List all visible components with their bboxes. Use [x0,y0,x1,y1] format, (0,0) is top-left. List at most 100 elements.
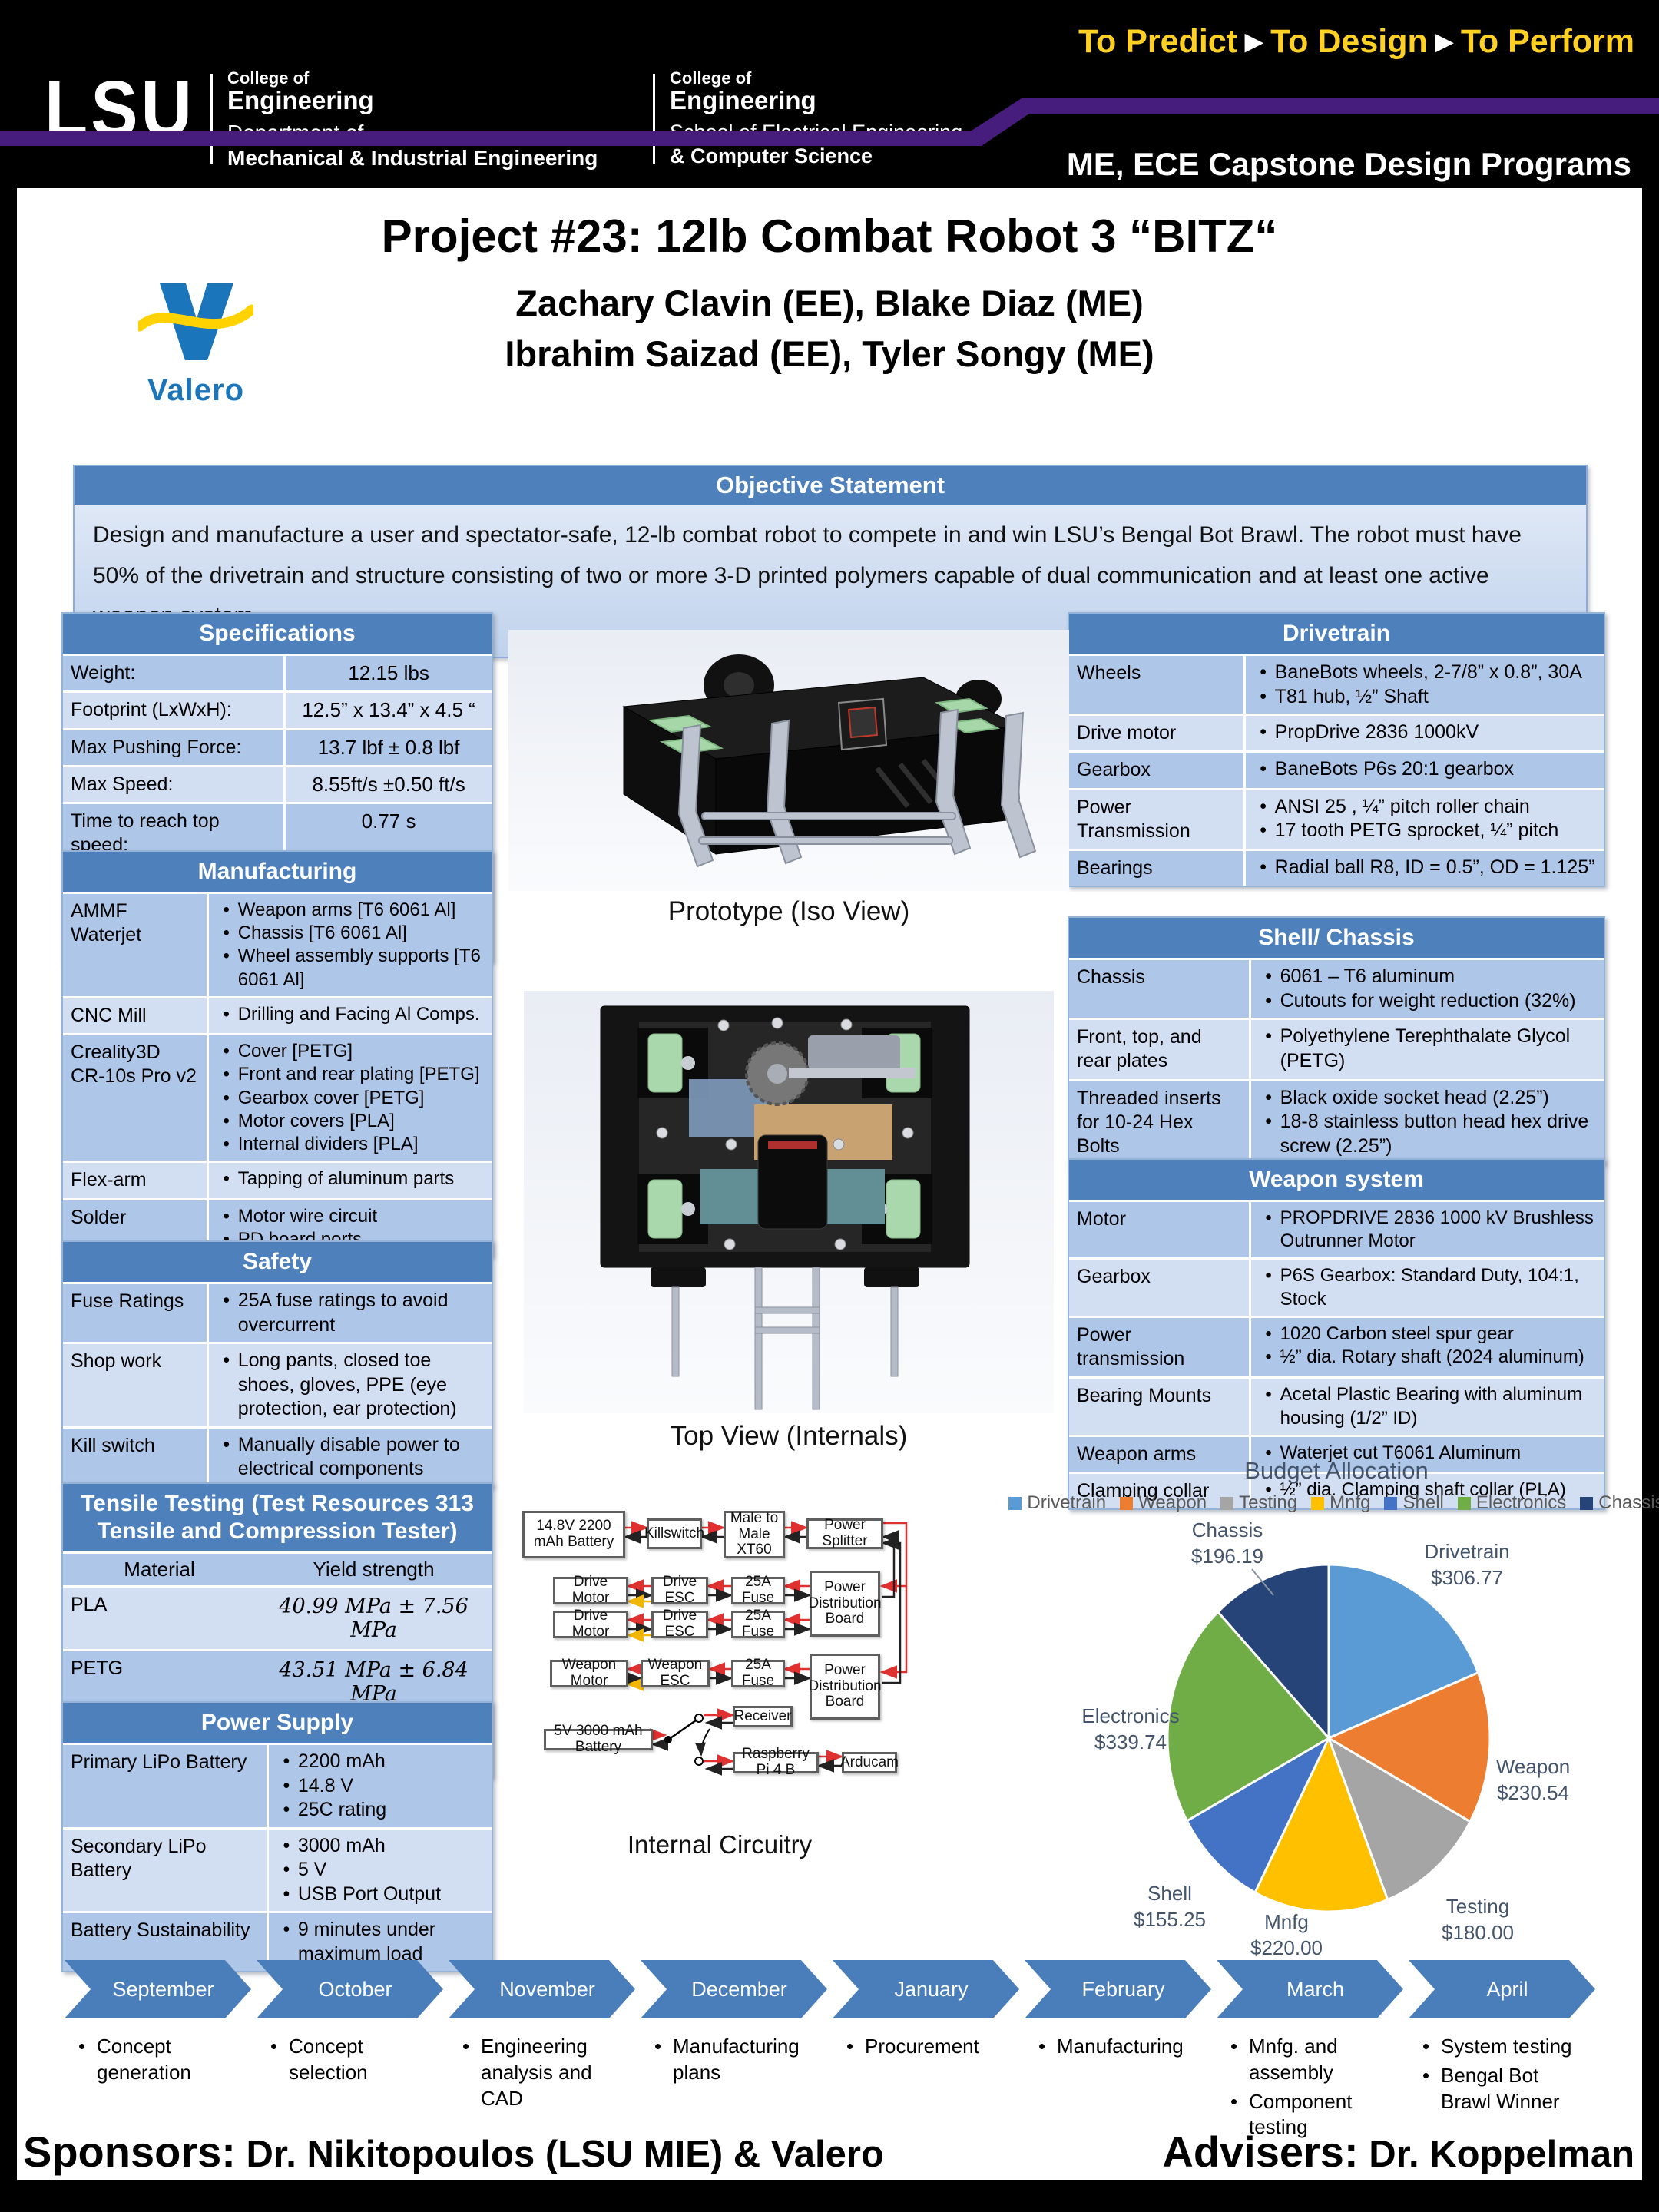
pie-label-electronics: Electronics$339.74 [1081,1704,1179,1753]
row-bullets: •ANSI 25 , ¼” pitch roller chain•17 toot… [1246,790,1604,849]
bullet-icon: • [223,1003,230,1025]
bullet-item: •½” dia. Clamping shaft collar (PLA) [1257,1479,1598,1502]
legend-item: Drivetrain [1008,1492,1106,1514]
legend-swatch [1457,1496,1471,1510]
timeline-bullets: •System testing•Bengal Bot Brawl Winner [1421,2034,1594,2118]
bullet-icon: • [1260,758,1267,780]
top-view-image [524,991,1054,1417]
circuit-wires [623,1521,908,1776]
row-label: Bearing Mounts [1069,1379,1251,1435]
circuit-box: Drive Motor [553,1574,628,1606]
row-label: Flex-arm [63,1163,209,1198]
row-label: PLA [71,1594,108,1615]
bullet-icon: • [846,2035,854,2058]
row-label: Gearbox [1069,1260,1251,1316]
triangle-icon: ▶ [1435,29,1453,55]
timeline-bullet: •Manufacturing [1037,2034,1210,2060]
timeline-bullet: •Concept generation [77,2034,250,2086]
bullet-icon: • [1038,2035,1046,2058]
valero-logo: Valero [115,279,276,408]
table-row: Max Speed:8.55ft/s ±0.50 ft/s [63,764,492,802]
bullet-icon: • [223,922,230,944]
header-divider [210,74,213,164]
bullet-item: •Cover [PETG] [215,1040,485,1063]
triangle-icon: ▶ [1245,29,1263,55]
legend-item: Shell [1384,1492,1444,1514]
row-bullets: •P6S Gearbox: Standard Duty, 104:1, Stoc… [1251,1260,1604,1315]
bullet-icon: • [223,1433,230,1455]
sponsors-names: Dr. Nikitopoulos (LSU MIE) & Valero [235,2134,884,2175]
legend-item: Mnfg [1311,1492,1370,1514]
row-bullets: •½” dia. Clamping shaft collar (PLA) [1251,1474,1604,1508]
bullet-item: •PropDrive 2836 1000kV [1252,720,1598,745]
motto-predict: To Predict [1078,23,1238,60]
bullet-item: •Gearbox cover [PETG] [215,1087,485,1110]
chart-title: Budget Allocation [1244,1457,1429,1484]
row-bullets: •Radial ball R8, ID = 0.5”, OD = 1.125” [1246,851,1604,886]
table-row: CNC Mill•Drilling and Facing Al Comps. [63,995,492,1034]
row-label: Solder [63,1200,209,1257]
row-bullets: •Weapon arms [T6 6061 Al]•Chassis [T6 60… [209,894,492,996]
pie-label-drivetrain: Drivetrain$306.77 [1424,1540,1509,1589]
bullet-icon: • [283,1919,290,1940]
timeline-bullets: •Engineering analysis and CAD [461,2034,634,2114]
bullet-item: •Black oxide socket head (2.25”) [1257,1086,1598,1111]
circuit-box: Raspberry Pi 4 B [733,1746,819,1778]
bullet-icon: • [1265,965,1272,987]
bullet-icon: • [1260,685,1267,707]
legend-label: Weapon [1138,1492,1207,1513]
row-label: Threaded inserts for 10-24 Hex Bolts [1069,1081,1251,1164]
bullet-icon: • [1265,989,1272,1012]
row-bullets: •1020 Carbon steel spur gear•½” dia. Rot… [1251,1318,1604,1377]
timeline-bullet: •Bengal Bot Brawl Winner [1421,2063,1594,2115]
bullet-icon: • [1260,661,1267,683]
wire [881,1536,902,1684]
bullet-item: •Weapon arms [T6 6061 Al] [215,899,485,922]
row-label: Bearings [1069,851,1246,886]
table-title: Manufacturing [63,852,492,892]
bullet-icon: • [223,1168,230,1190]
row-value: 13.7 lbf ± 0.8 lbf [317,735,460,759]
bullet-icon: • [223,1110,230,1131]
row-label: Time to reach top speed: [63,804,286,863]
legend-swatch [1220,1496,1234,1510]
header-divider-2 [653,74,655,164]
table-row: Motor•PROPDRIVE 2836 1000 kV Brushless O… [1069,1200,1604,1258]
row-label: Primary LiPo Battery [63,1745,269,1827]
engineering-label-2: Engineering [670,86,816,115]
bullet-item: •9 minutes under maximum load [275,1918,485,1966]
table-title: Weapon system [1069,1160,1604,1200]
bullet-icon: • [283,1883,290,1905]
motto-design: To Design [1270,23,1428,60]
college-of-label: College of [227,68,310,88]
table-row: Weapon arms•Waterjet cut T6061 Aluminum [1069,1434,1604,1472]
timeline-chevron-december: December [641,1960,827,2018]
bullet-item: •T81 hub, ½” Shaft [1252,685,1598,710]
timeline-bullets: •Mnfg. and assembly•Component testing [1229,2034,1402,2144]
legend-swatch [1120,1496,1134,1510]
row-label: Kill switch [63,1428,209,1486]
bullet-item: •BaneBots wheels, 2-7/8” x 0.8”, 30A [1252,661,1598,685]
circuit-box: Receiver [733,1706,793,1727]
bullet-icon: • [283,1750,290,1772]
bullet-item: •½” dia. Rotary shaft (2024 aluminum) [1257,1346,1598,1369]
row-label: Power Transmission [1069,790,1246,849]
pie-slice-mnfg [1253,1735,1389,1913]
row-bullets: •PROPDRIVE 2836 1000 kV Brushless Outrun… [1251,1202,1604,1257]
bullet-item: •Long pants, closed toe shoes, gloves, P… [215,1349,485,1422]
timeline-bullets: •Procurement [845,2034,1018,2063]
circuit-box: 25A Fuse [731,1657,785,1689]
table-row: AMMF Waterjet•Weapon arms [T6 6061 Al]•C… [63,892,492,996]
row-label: Battery Sustainability [63,1913,269,1971]
legend-item: Electronics [1457,1492,1566,1514]
row-bullets: •Drilling and Facing Al Comps. [209,998,492,1033]
legend-item: Chassis [1580,1492,1659,1514]
row-bullets: •2200 mAh•14.8 V•25C rating [269,1745,492,1827]
bullet-icon: • [1265,1265,1272,1286]
row-bullets: •Long pants, closed toe shoes, gloves, P… [209,1344,492,1426]
timeline-bullet: •Mnfg. and assembly [1229,2034,1402,2086]
